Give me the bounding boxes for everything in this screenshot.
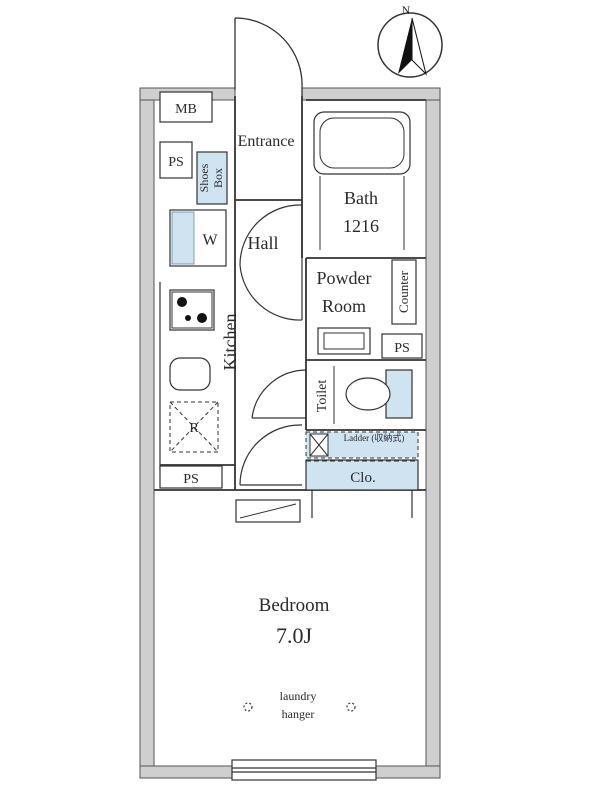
sink xyxy=(317,327,371,355)
powder-label-2: Room xyxy=(322,296,366,316)
hall-door xyxy=(239,204,303,321)
bedroom-door xyxy=(239,424,303,486)
shoes-box-label-1: Shoes xyxy=(197,163,211,192)
compass-icon: N xyxy=(377,3,443,78)
closet-label: Clo. xyxy=(350,470,375,486)
washer-label: W xyxy=(202,232,218,249)
counter: Counter xyxy=(391,259,417,325)
mb-box: MB xyxy=(159,91,213,123)
closet: Clo. xyxy=(305,459,419,518)
powder-label-1: Powder xyxy=(317,268,372,288)
bath-label-1: Bath xyxy=(344,188,378,208)
kitchen-label: Kitchen xyxy=(220,314,240,371)
ladder: Ladder (収納式) xyxy=(305,431,419,459)
kitchen-sink xyxy=(169,357,211,391)
bathtub xyxy=(313,111,411,250)
shoes-box: Shoes Box xyxy=(196,151,228,205)
mb-label: MB xyxy=(175,102,197,117)
washer: W xyxy=(169,209,227,267)
refrigerator-label: R xyxy=(189,421,199,436)
bedroom-label: Bedroom xyxy=(259,595,330,616)
bottom-window xyxy=(231,759,377,781)
hall-label: Hall xyxy=(248,233,279,253)
laundry-hanger-hooks xyxy=(243,702,356,712)
aircon xyxy=(235,499,301,523)
entrance-door xyxy=(234,17,303,96)
ps-mid: PS xyxy=(381,333,423,359)
ps-mid-label: PS xyxy=(394,341,410,356)
laundry-label-1: laundry xyxy=(280,689,317,703)
ps-top: PS xyxy=(159,141,193,179)
ps-top-label: PS xyxy=(168,155,184,170)
refrigerator: R xyxy=(169,401,219,453)
toilet-door xyxy=(251,369,307,419)
ladder-label: Ladder (収納式) xyxy=(344,432,405,443)
ps-bottom: PS xyxy=(159,465,223,489)
bedroom-size: 7.0J xyxy=(276,623,313,648)
toilet-label: Toilet xyxy=(315,380,330,413)
shoes-box-label-2: Box xyxy=(211,168,225,188)
compass-north-label: N xyxy=(402,3,411,17)
laundry-label-2: hanger xyxy=(282,707,315,721)
counter-label: Counter xyxy=(396,270,411,313)
ps-bottom-label: PS xyxy=(183,472,199,487)
toilet: Toilet xyxy=(315,366,413,424)
stove xyxy=(169,289,215,331)
bath-label-2: 1216 xyxy=(343,216,379,236)
entrance-label: Entrance xyxy=(238,133,295,150)
